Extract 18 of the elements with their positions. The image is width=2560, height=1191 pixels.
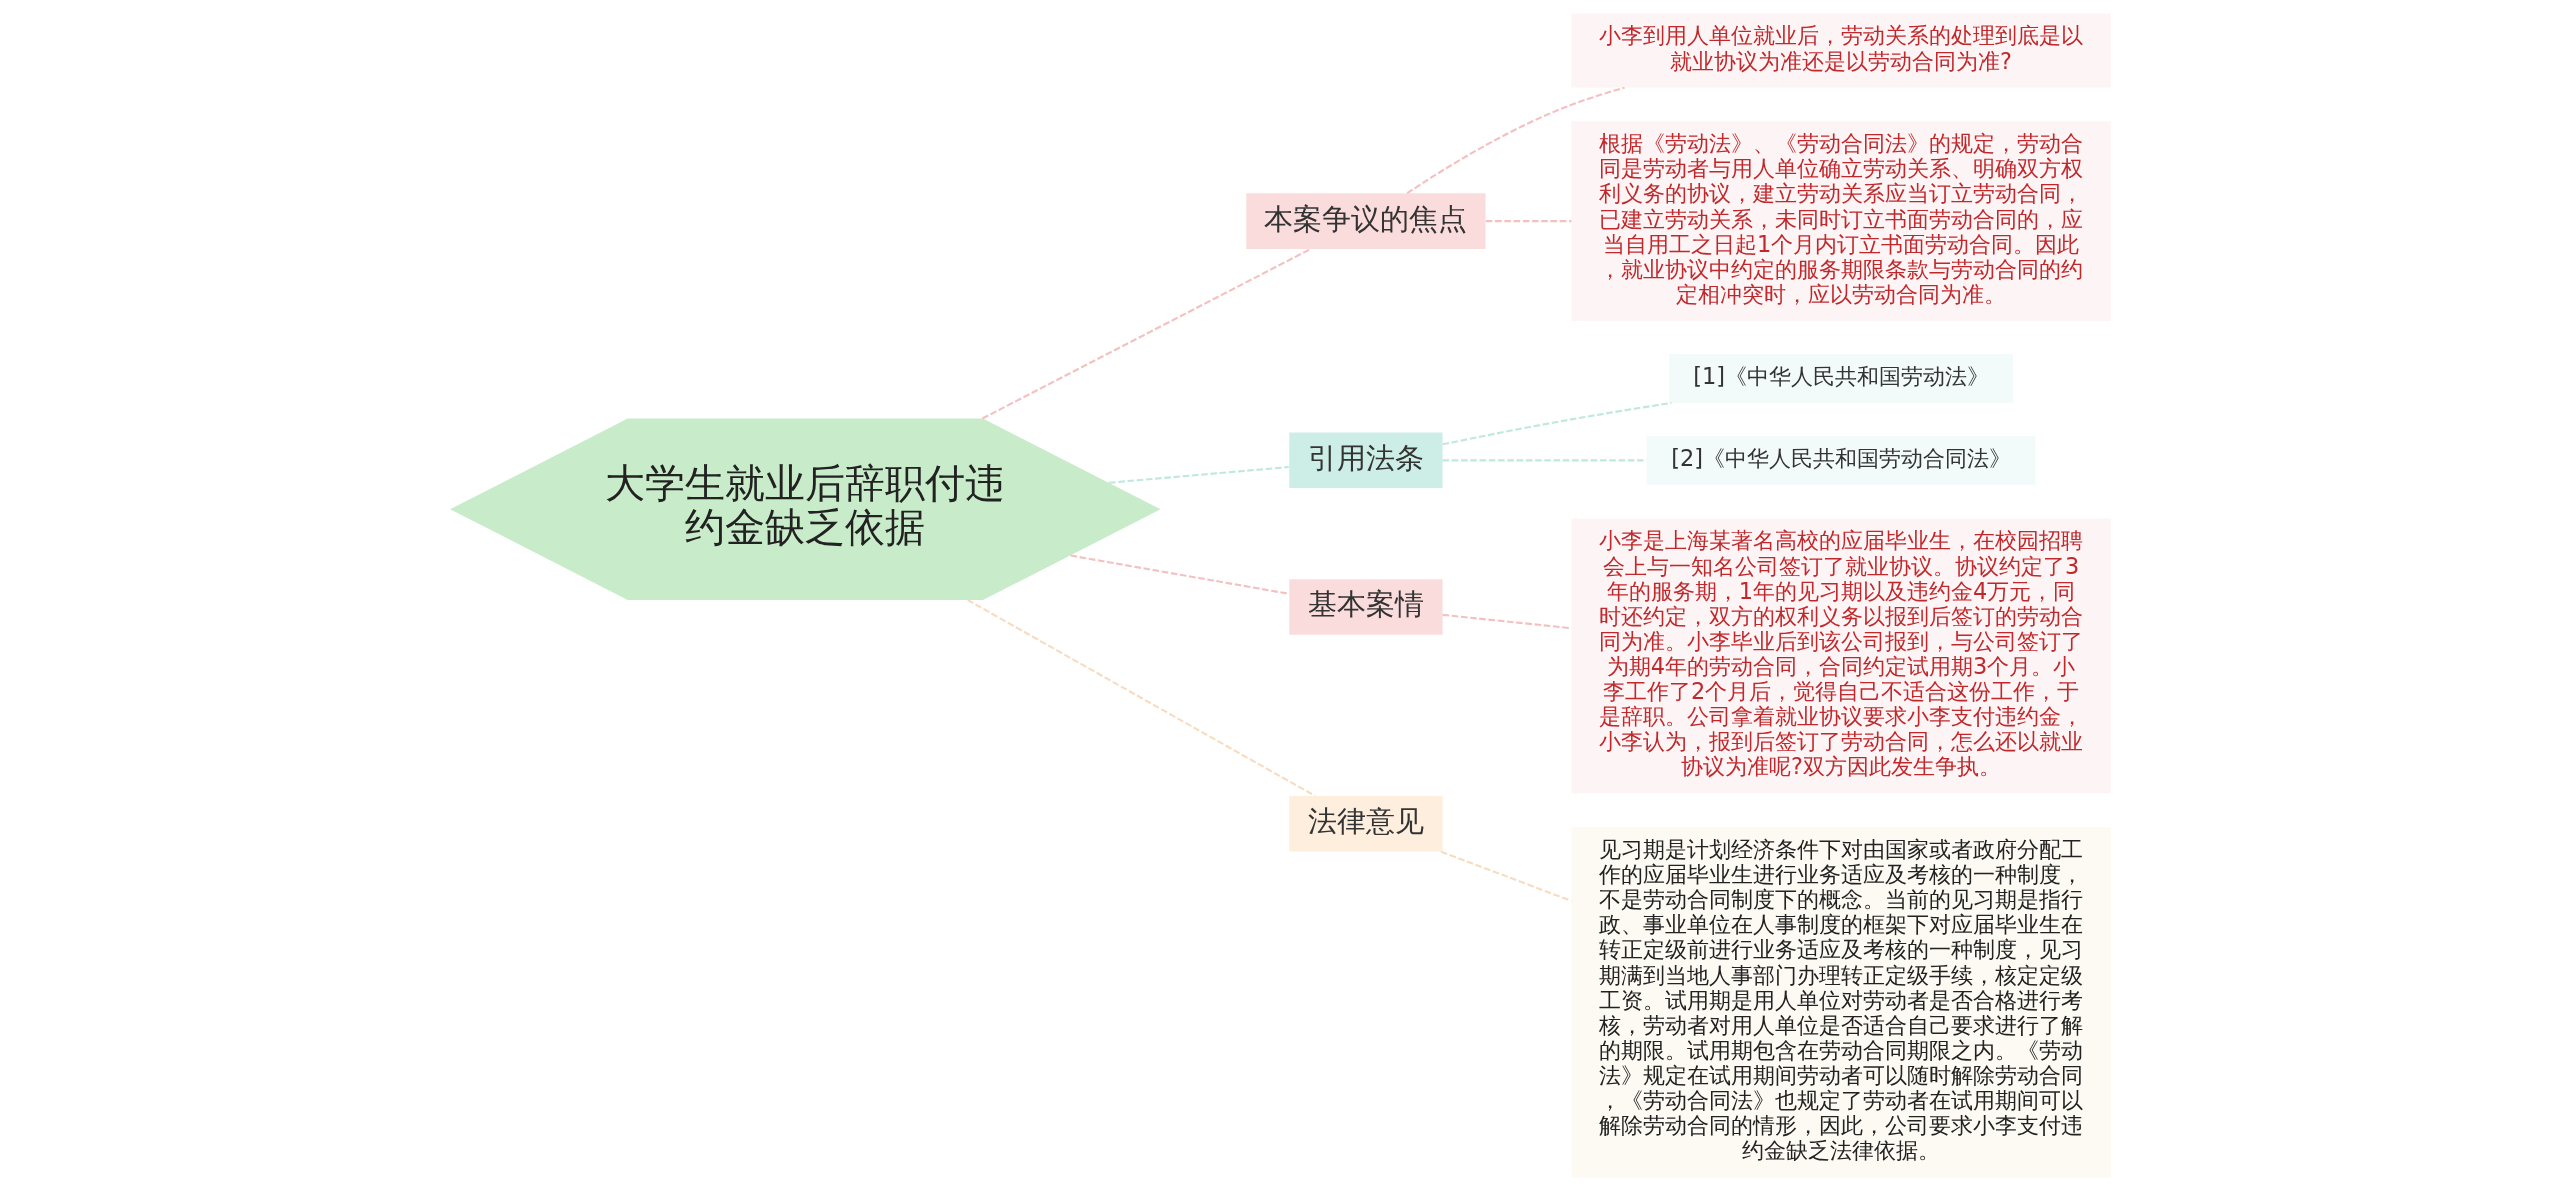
node-box: [1]《中华人民共和国劳动法》 [1668,353,2013,403]
connector [1485,220,1571,223]
connector [1406,86,1625,195]
node-box: 基本案情 [1288,579,1443,635]
connector [1069,554,1289,595]
node-box: 小李到用人单位就业后，劳动关系的处理到底是以就业协议为准还是以劳动合同为准? [1570,13,2111,88]
connector [1442,401,1672,446]
connector [1442,459,1646,462]
node-box: 小李是上海某著名高校的应届毕业生，在校园招聘会上与一知名公司签订了就业协议。协议约定了3年的服务期，1年的见习期以及违约金4万元，同时还约定，双方的权利义务以报到后签订的劳动合同为准。小李毕业后到该公司报到，与公司签订了为期4年的劳动合同，合同约定试用期3个月。小李工作了2个月后，觉得自己不适合这份工作，于是辞职。公司拿着就业协议要求小李支付违约金，小李认为，报到后签订了劳动合同，怎么还以就业协议为准呢?双方因此发生争执。 [1570,518,2111,794]
connector [1108,465,1289,484]
connector [966,599,1315,797]
connector [981,247,1311,420]
node-box: 根据《劳动法》、《劳动合同法》的规定，劳动合同是劳动者与用人单位确立劳动关系、明确双方权利义务的协议，建立劳动关系应当订立劳动合同，已建立劳动关系，未同时订立书面劳动合同的，应当自用工之日起1个月内订立书面劳动合同。因此，就业协议中约定的服务期限条款与劳动合同的约定相冲突时，应以劳动合同为准。 [1570,121,2111,321]
node-box: 法律意见 [1288,796,1443,852]
node-box: 引用法条 [1288,432,1443,489]
node-box: 本案争议的焦点 [1245,193,1486,249]
connector [1442,613,1571,630]
node-box: 见习期是计划经济条件下对由国家或者政府分配工作的应届毕业生进行业务适应及考核的一种制度，不是劳动合同制度下的概念。当前的见习期是指行政、事业单位在人事制度的框架下对应届毕业生在转正定级前进行业务适应及考核的一种制度，见习期满到当地人事部门办理转正定级手续，核定定级工资。试用期是用人单位对劳动者是否合格进行考核，劳动者对用人单位是否适合自己要求进行了解的期限。试用期包含在劳动合同期限之内。《劳动法》规定在试用期间劳动者可以随时解除劳动合同，《劳动合同法》也规定了劳动者在试用期间可以解除劳动合同的情形，因此，公司要求小李支付违约金缺乏法律依据。 [1570,827,2111,1178]
